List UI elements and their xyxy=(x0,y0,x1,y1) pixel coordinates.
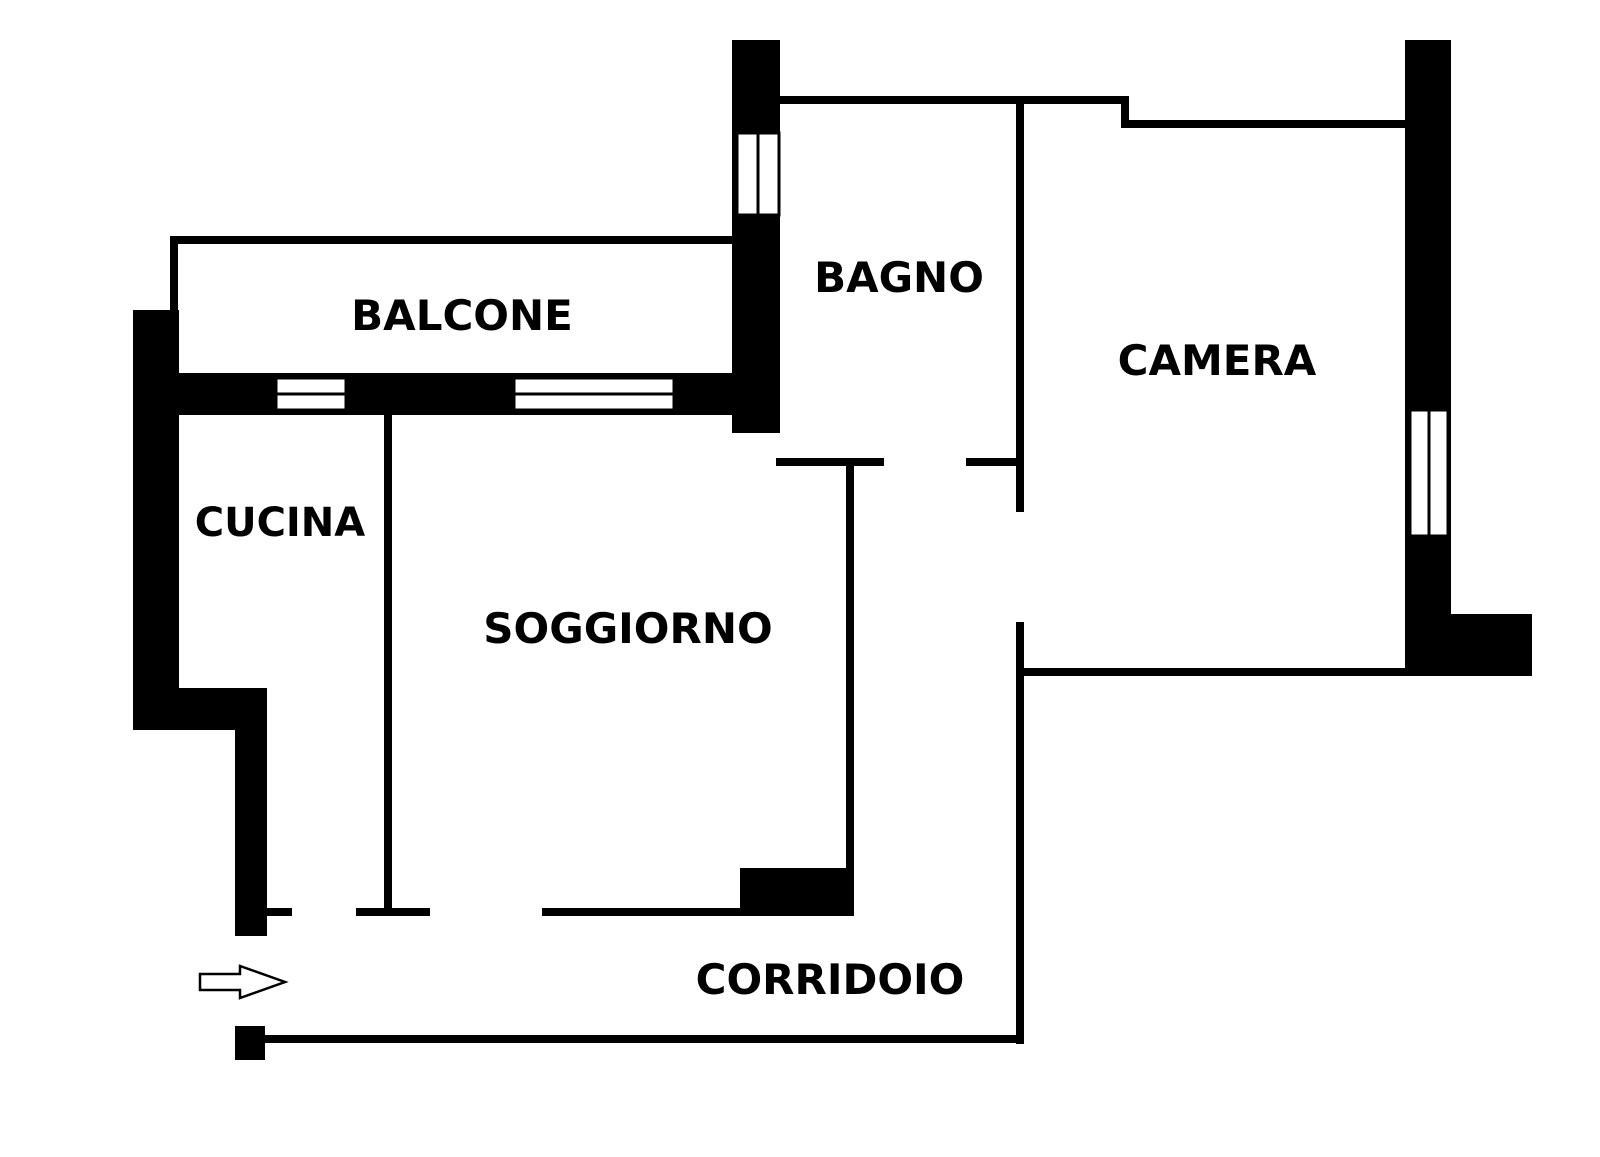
wall-left-lower xyxy=(235,688,267,936)
wall-upper-pillar xyxy=(732,40,780,433)
room-label-cucina: CUCINA xyxy=(195,500,366,546)
room-label-balcone: BALCONE xyxy=(351,291,573,340)
room-label-soggiorno: SOGGIORNO xyxy=(483,604,772,653)
thick-walls xyxy=(133,40,1532,1060)
thin-walls xyxy=(170,96,1409,1044)
wall-camera-right xyxy=(1405,40,1451,670)
windows xyxy=(274,131,1450,538)
wall-soggiorno-corner xyxy=(740,868,854,916)
room-label-corridoio: CORRIDOIO xyxy=(696,955,965,1004)
arrow-right-icon xyxy=(198,964,289,1000)
wall-bagno-top xyxy=(776,96,1409,128)
wall-entrance-jamb xyxy=(235,1026,265,1060)
wall-balcony-bottom xyxy=(179,373,776,415)
wall-balcony-outline xyxy=(170,236,737,380)
wall-camera-corner xyxy=(1405,614,1532,676)
room-label-bagno: BAGNO xyxy=(814,253,984,302)
room-label-camera: CAMERA xyxy=(1118,336,1317,385)
